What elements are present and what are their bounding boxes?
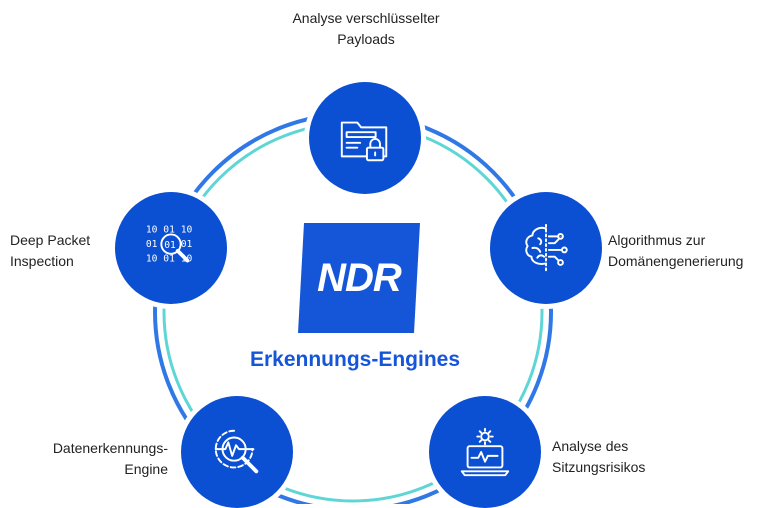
node-domain-generation-algorithm [490,192,602,304]
label-deep-packet-inspection: Deep Packet Inspection [10,230,110,272]
node-deep-packet-inspection: 10 01 10 01 10 01 10 01 10 01 [115,192,227,304]
label-data-detection-engine: Datenerkennungs- Engine [10,438,168,480]
label-encrypted-payload-analysis: Analyse verschlüsselter Payloads [266,8,466,50]
label-session-risk-analysis: Analyse des Sitzungsrisikos [552,436,712,478]
center-title: Erkennungs-Engines [200,348,510,372]
encrypted-folder-lock-icon [336,109,394,167]
laptop-gear-pulse-icon [456,423,514,481]
node-encrypted-payload-analysis [309,82,421,194]
ai-brain-circuit-icon [517,219,575,277]
node-session-risk-analysis [429,396,541,508]
label-domain-generation-algorithm: Algorithmus zur Domänengenerierung [608,230,768,272]
waveform-magnifier-icon [208,423,266,481]
node-data-detection-engine [181,396,293,508]
binary-magnifier-icon: 10 01 10 01 10 01 10 01 10 01 [142,219,200,277]
svg-text:01: 01 [164,240,176,251]
ndr-logo-text: NDR [294,219,424,337]
